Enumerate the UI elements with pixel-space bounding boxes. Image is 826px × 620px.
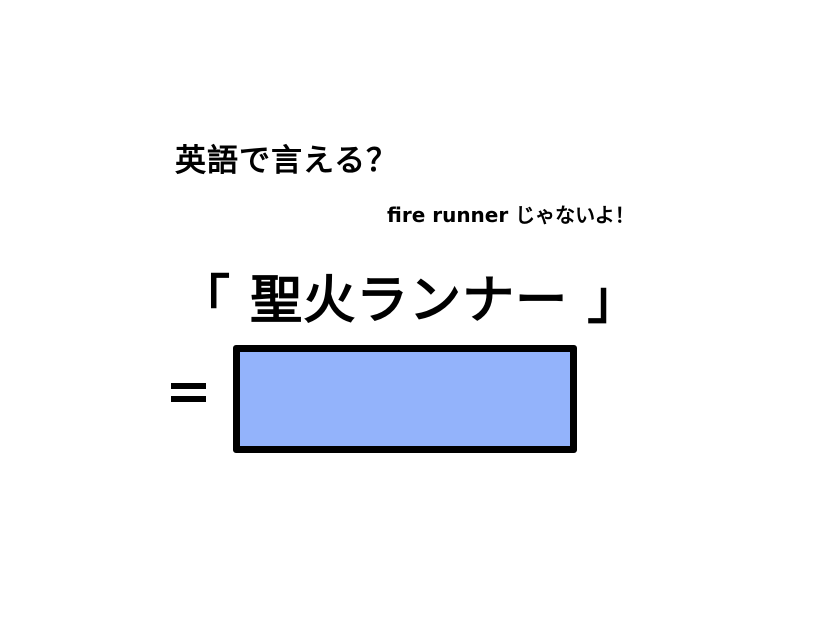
question-heading: 英語で言える？: [175, 143, 399, 179]
answer-box: [233, 345, 577, 453]
japanese-term: 「 聖火ランナー 」: [178, 271, 641, 331]
hint-text: fire runner じゃないよ！: [387, 203, 635, 227]
equals-sign: [171, 383, 206, 402]
equals-bar-bottom: [171, 396, 206, 402]
equals-bar-top: [171, 383, 206, 389]
